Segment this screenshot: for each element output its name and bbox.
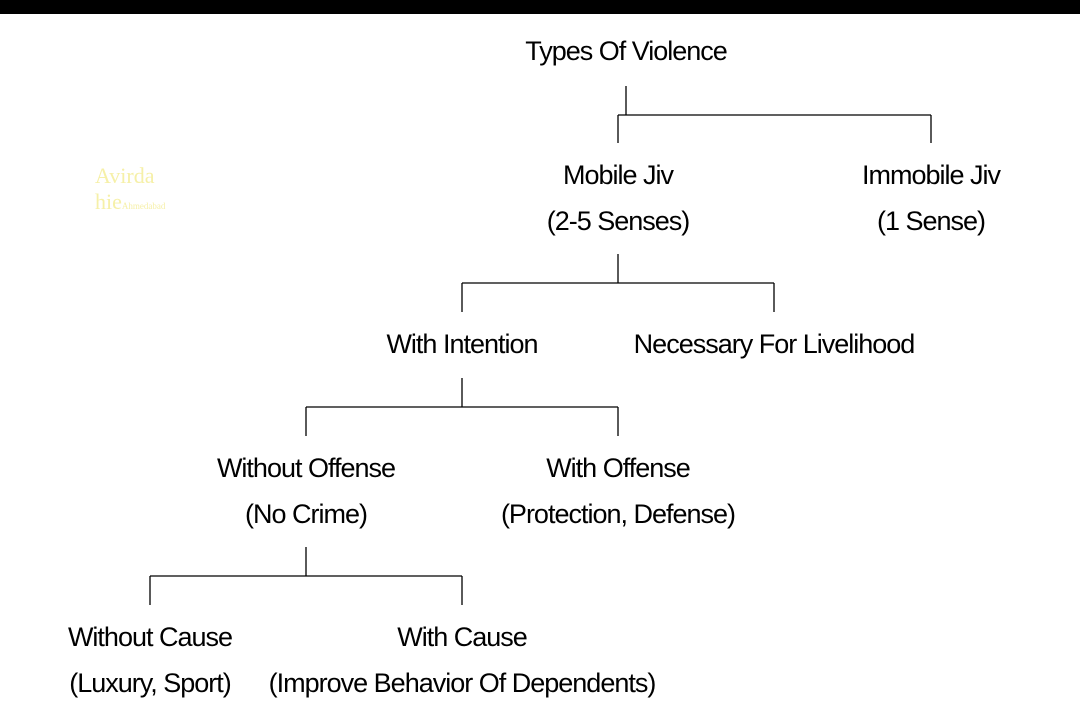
node-without-offense-title: Without Offense bbox=[216, 453, 396, 483]
node-with-cause-subtitle: (Improve Behavior Of Dependents) bbox=[268, 668, 657, 698]
node-necessary-for-livelihood-label: Necessary For Livelihood bbox=[633, 329, 916, 359]
node-without-cause-title: Without Cause bbox=[67, 622, 233, 652]
faint-text-line2: hieAhmedabad bbox=[95, 189, 165, 219]
node-types-of-violence-label: Types Of Violence bbox=[525, 36, 728, 66]
node-with-cause-title: With Cause bbox=[397, 622, 528, 652]
node-without-cause-subtitle: (Luxury, Sport) bbox=[69, 668, 232, 698]
node-mobile-jiv-subtitle: (2-5 Senses) bbox=[546, 206, 691, 236]
faint-text-line1: Avirda bbox=[95, 163, 155, 188]
node-immobile-jiv-title: Immobile Jiv bbox=[861, 160, 1001, 190]
node-mobile-jiv-title: Mobile Jiv bbox=[562, 160, 674, 190]
node-mobile-jiv: Mobile Jiv (2-5 Senses) bbox=[546, 152, 691, 244]
node-with-offense-title: With Offense bbox=[546, 453, 691, 483]
node-with-intention: With Intention bbox=[386, 321, 538, 367]
node-types-of-violence: Types Of Violence bbox=[525, 28, 728, 74]
node-without-offense: Without Offense (No Crime) bbox=[216, 445, 396, 537]
faint-text-line2-main: hie bbox=[95, 189, 122, 214]
node-necessary-for-livelihood: Necessary For Livelihood bbox=[633, 321, 916, 367]
top-bar bbox=[0, 0, 1080, 14]
node-with-intention-label: With Intention bbox=[386, 329, 538, 359]
faint-watermark-text: Avirda hieAhmedabad bbox=[95, 163, 165, 219]
faint-text-line2-small: Ahmedabad bbox=[121, 201, 166, 211]
node-immobile-jiv-subtitle: (1 Sense) bbox=[876, 206, 986, 236]
node-with-offense: With Offense (Protection, Defense) bbox=[500, 445, 736, 537]
node-without-cause: Without Cause (Luxury, Sport) bbox=[67, 614, 233, 706]
node-immobile-jiv: Immobile Jiv (1 Sense) bbox=[861, 152, 1001, 244]
node-with-cause: With Cause (Improve Behavior Of Dependen… bbox=[268, 614, 657, 706]
node-without-offense-subtitle: (No Crime) bbox=[244, 499, 368, 529]
node-with-offense-subtitle: (Protection, Defense) bbox=[500, 499, 736, 529]
